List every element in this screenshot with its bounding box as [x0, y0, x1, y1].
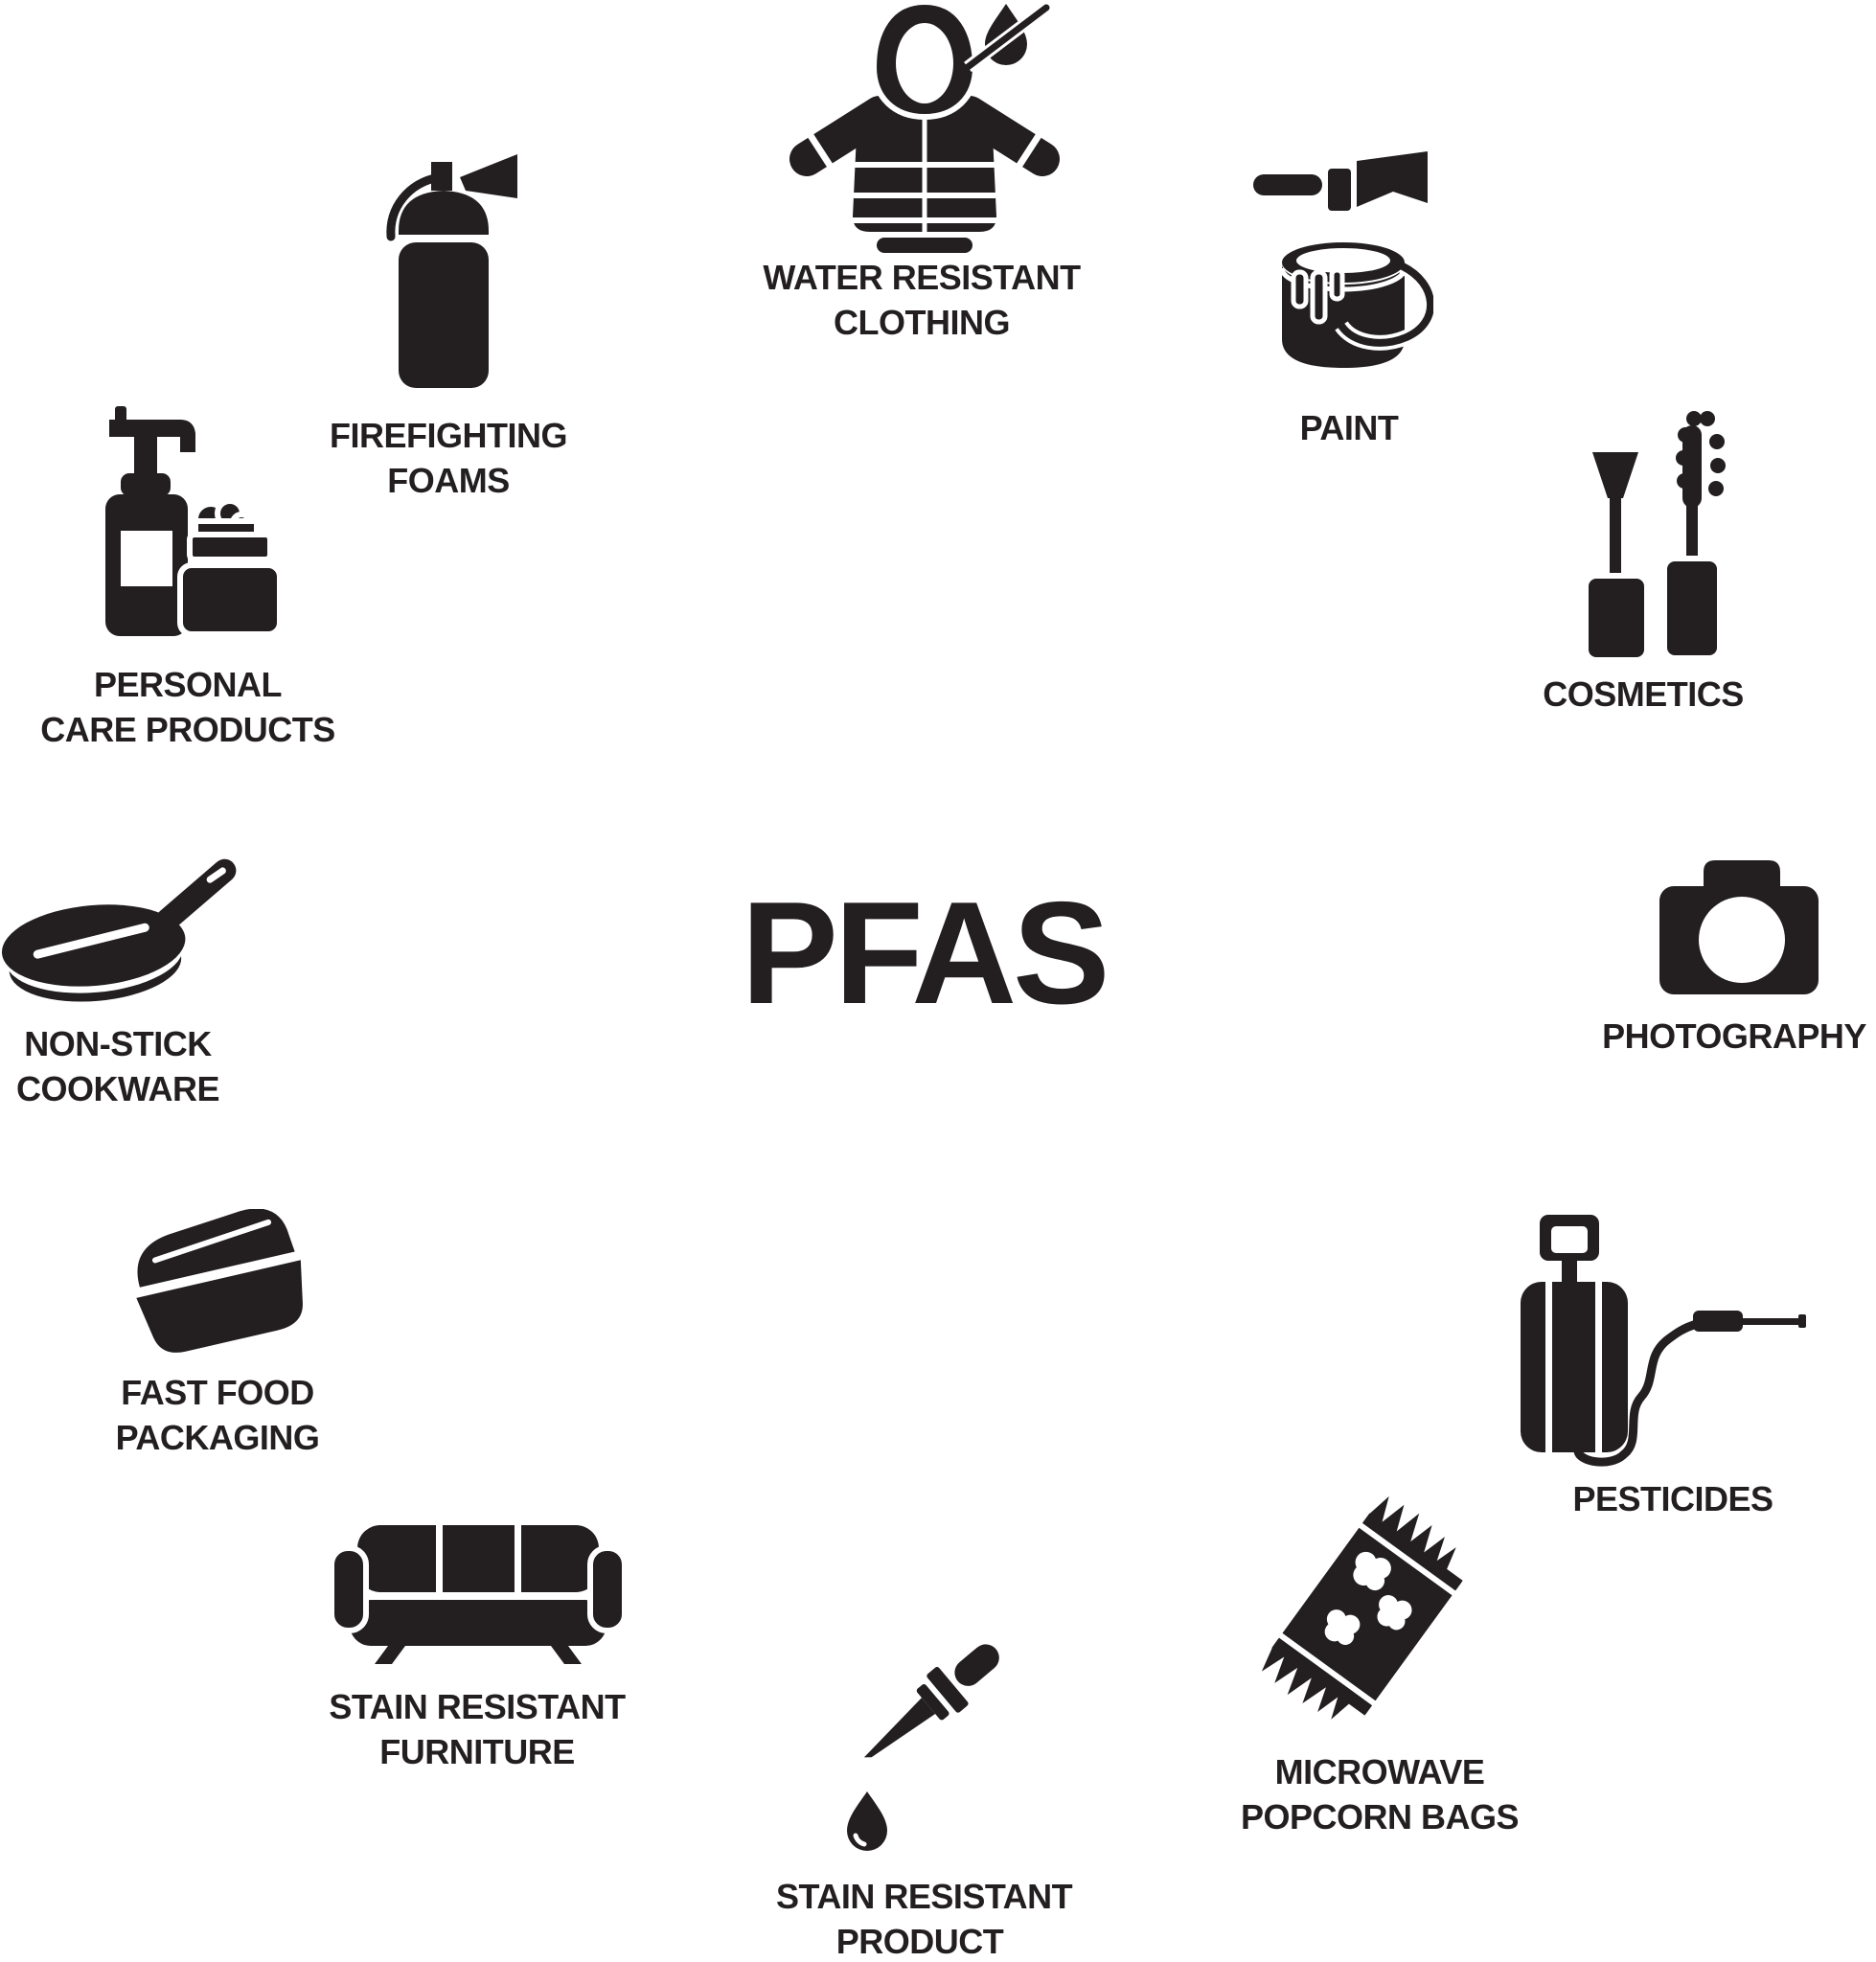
personal-care-icon [105, 406, 283, 636]
camera-icon [1659, 860, 1819, 994]
popcorn-bag-icon [1261, 1495, 1463, 1720]
item-label: PHOTOGRAPHY [1602, 1016, 1866, 1056]
item-label: PAINT [1299, 408, 1399, 447]
item-label: COSMETICS [1543, 674, 1744, 714]
sofa-icon [329, 1525, 628, 1664]
paint-bucket-brush-icon [1253, 151, 1433, 368]
takeout-box-icon [136, 1209, 303, 1353]
winter-jacket-icon [789, 0, 1060, 253]
dropper-icon [847, 1644, 999, 1852]
frying-pan-icon [1, 858, 237, 1002]
item-label: PESTICIDES [1572, 1479, 1773, 1518]
fire-extinguisher-icon [386, 154, 517, 388]
pressure-sprayer-icon [1521, 1215, 1806, 1467]
cosmetics-icon [1585, 411, 1726, 657]
page-title: PFAS [741, 872, 1110, 1035]
